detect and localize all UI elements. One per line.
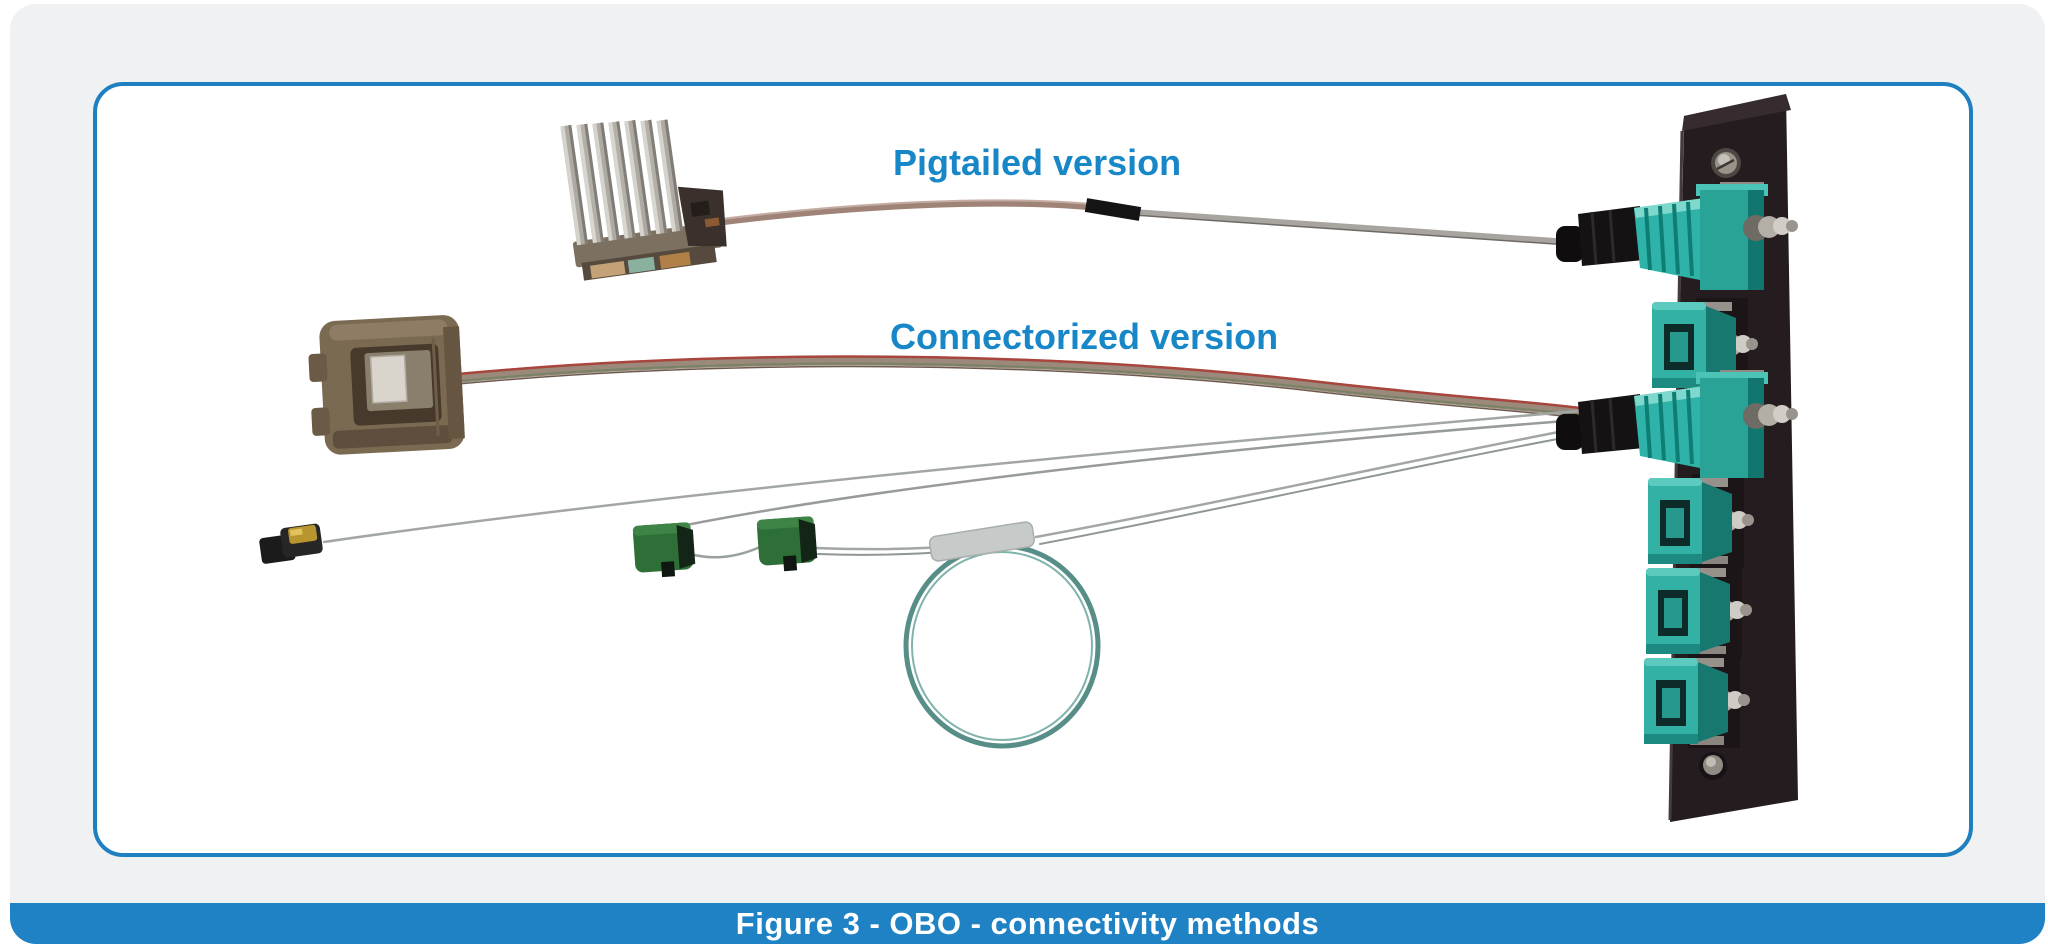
page-background: Pigtailed version Connectorized version … [10, 4, 2045, 944]
figure-caption: Figure 3 - OBO - connectivity methods [735, 905, 1320, 941]
label-pigtailed-version: Pigtailed version [893, 142, 1182, 183]
label-connectorized-version: Connectorized version [890, 316, 1279, 357]
figure-caption-bar: Figure 3 - OBO - connectivity methods [10, 903, 2045, 944]
figure-frame: Pigtailed version Connectorized version [93, 82, 1973, 857]
